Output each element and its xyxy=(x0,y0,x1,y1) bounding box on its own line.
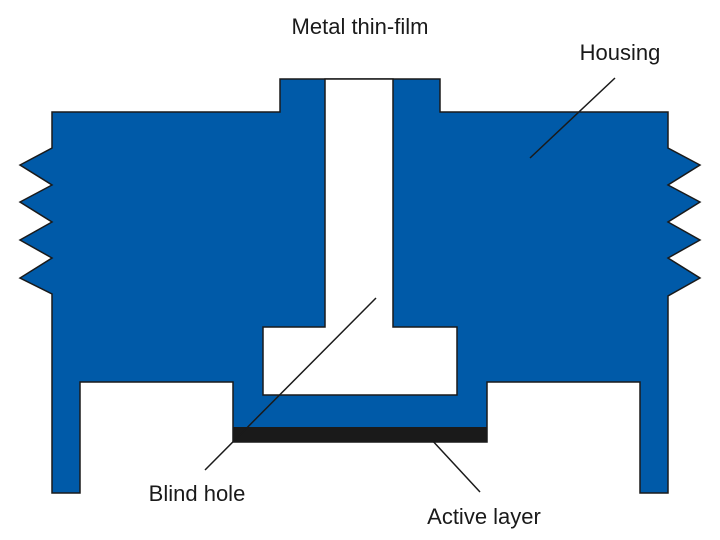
blind-hole-cavity xyxy=(262,78,458,396)
active-layer-label: Active layer xyxy=(427,504,541,529)
blind-hole-label: Blind hole xyxy=(149,481,246,506)
active-layer-leader-line xyxy=(429,437,481,493)
housing-leader-line xyxy=(529,77,616,159)
housing-label: Housing xyxy=(580,40,661,65)
blind-hole-leader-line xyxy=(204,297,377,471)
metal-thin-film-label: Metal thin-film xyxy=(292,14,429,39)
active-layer-strip xyxy=(233,427,487,442)
